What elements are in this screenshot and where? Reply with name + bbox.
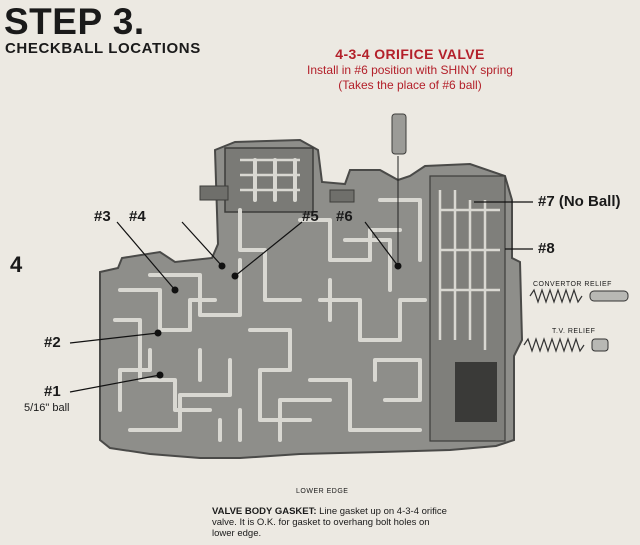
callout-ball-6: #6 <box>336 208 353 225</box>
orifice-valve-note-detail: (Takes the place of #6 ball) <box>338 78 482 92</box>
oil-channels <box>113 158 427 442</box>
callout-ball-1: #1 <box>44 383 61 400</box>
ball-size-note: 5/16" ball <box>24 402 70 414</box>
callout-ball-7: #7 (No Ball) <box>538 193 621 210</box>
right-bore-lands <box>438 190 500 350</box>
caption-text: Line gasket up on 4-3-4 orifice valve. I… <box>212 506 447 539</box>
callout-ball-3: #3 <box>94 208 111 225</box>
callout-ball-8: #8 <box>538 240 555 257</box>
tv-relief-spring <box>523 337 609 353</box>
callout-leaders <box>69 201 533 393</box>
page-marker: 4 <box>10 252 23 277</box>
caption-lead: VALVE BODY GASKET: <box>212 506 317 517</box>
upper-valve-block <box>224 147 314 213</box>
tv-relief-label: T.V. RELIEF <box>552 328 596 335</box>
orifice-valve-heading: 4-3-4 ORIFICE VALVE <box>335 46 485 62</box>
section-subtitle: CHECKBALL LOCATIONS <box>5 40 201 57</box>
valve-body-casting <box>99 138 524 459</box>
orifice-valve-instruction: Install in #6 position with SHINY spring <box>307 63 513 77</box>
orifice-valve-part <box>391 113 407 155</box>
callout-ball-4: #4 <box>129 208 146 225</box>
convertor-relief-spring <box>529 288 629 304</box>
callout-ball-5: #5 <box>302 208 319 225</box>
orifice-valve-note: 4-3-4 ORIFICE VALVE Install in #6 positi… <box>260 46 560 93</box>
convertor-relief-label: CONVERTOR RELIEF <box>533 281 612 288</box>
step-title: STEP 3. <box>4 1 145 42</box>
callout-ball-2: #2 <box>44 334 61 351</box>
lower-edge-label: LOWER EDGE <box>296 488 349 495</box>
gasket-caption: VALVE BODY GASKET: Line gasket up on 4-3… <box>212 506 452 539</box>
